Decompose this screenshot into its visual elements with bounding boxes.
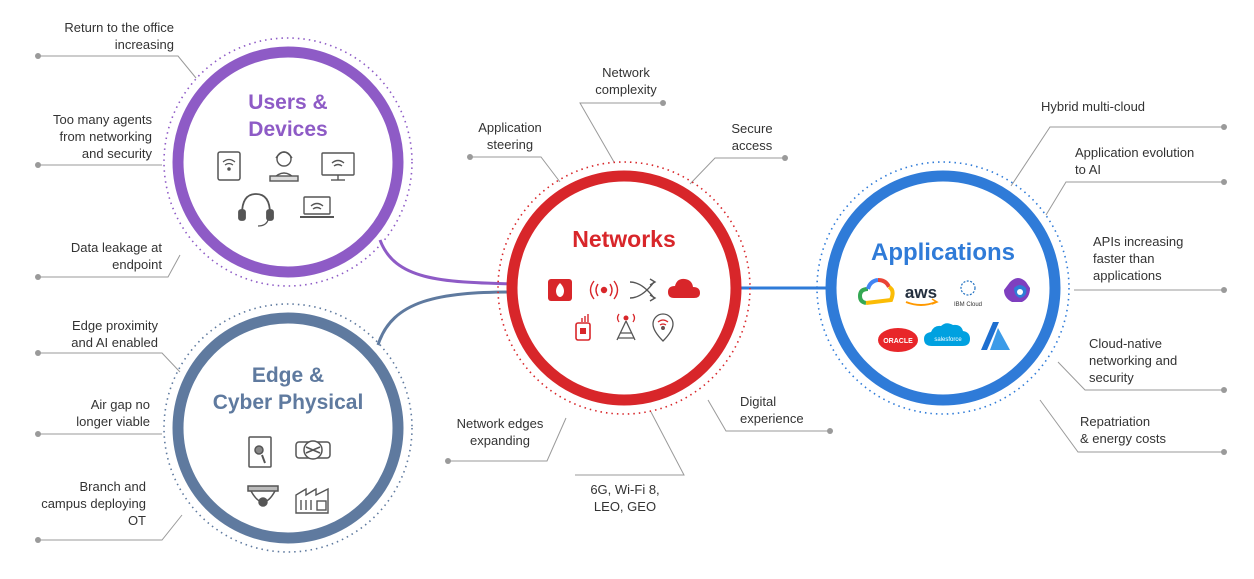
edge-cyber-title: Edge & Cyber Physical: [212, 364, 364, 414]
networks-label-6g-wifi: 6G, Wi-Fi 8, LEO, GEO: [590, 482, 660, 514]
networks-circle: [497, 161, 751, 415]
security-camera-icon: [247, 485, 279, 507]
networks-label-secure-access: Secure access: [731, 121, 773, 153]
users-label-too-many-agents: Too many agents from networking and secu…: [52, 112, 152, 161]
networks-title: Networks: [572, 226, 676, 252]
svg-text:IBM Cloud: IBM Cloud: [954, 302, 982, 308]
edge-cyber-circle: [163, 303, 413, 553]
networks-label-digital-experience: Digital experience: [740, 394, 804, 426]
firewall-icon: [548, 279, 572, 301]
edge-label-air-gap: Air gap no longer viable: [76, 397, 150, 429]
users-to-networks-connector: [378, 239, 513, 286]
touch-panel-icon: [248, 436, 272, 468]
antenna-tower-icon: [616, 313, 636, 341]
edge-label-proximity: Edge proximity and AI enabled: [71, 318, 158, 350]
callout-dots: [35, 53, 1227, 543]
person-headset-icon: [269, 151, 299, 182]
cellular-device-icon: [575, 314, 591, 341]
google-cloud-icon: [857, 278, 895, 305]
users-label-data-leakage: Data leakage at endpoint: [70, 240, 162, 272]
networks-label-edges-expanding: Network edges expanding: [456, 416, 544, 448]
ibm-cloud-logo: IBM Cloud: [954, 280, 982, 308]
networks-label-complexity: Network complexity: [595, 65, 657, 97]
wireless-signal-icon: [589, 280, 619, 300]
users-devices-title: Users & Devices: [248, 91, 328, 141]
location-wifi-icon: [652, 313, 674, 342]
salesforce-logo: salesforce: [924, 323, 970, 346]
microsoft-copilot-icon: [1004, 278, 1030, 302]
cloud-icon: [668, 278, 700, 298]
networks-label-app-steering: Application steering: [478, 120, 542, 152]
crossing-arrows-icon: [629, 278, 657, 302]
laptop-wifi-icon: [300, 196, 334, 218]
edge-to-networks-connector: [376, 290, 513, 346]
apps-label-cloud-native: Cloud-native networking and security: [1089, 336, 1178, 385]
valve-icon: [295, 440, 331, 460]
factory-icon: [295, 487, 329, 514]
svg-text:aws: aws: [905, 283, 937, 302]
monitor-wifi-icon: [321, 152, 355, 181]
applications-title: Applications: [870, 239, 1015, 266]
oracle-logo: ORACLE: [878, 328, 918, 352]
apps-label-apis-increasing: APIs increasing faster than applications: [1093, 234, 1184, 283]
tablet-wifi-icon: [217, 151, 241, 181]
aws-logo: aws: [905, 283, 939, 306]
callout-lines: [38, 55, 1224, 541]
headphones-icon: [238, 193, 274, 227]
users-label-return-office: Return to the office increasing: [64, 20, 174, 52]
apps-label-hybrid-multicloud: Hybrid multi-cloud: [1041, 99, 1146, 114]
azure-icon: [981, 322, 1010, 350]
edge-label-branch-campus: Branch and campus deploying OT: [41, 479, 146, 528]
svg-text:salesforce: salesforce: [934, 337, 962, 343]
apps-label-repatriation: Repatriation & energy costs: [1080, 414, 1166, 446]
users-devices-circle: [163, 37, 413, 287]
svg-text:ORACLE: ORACLE: [883, 338, 913, 345]
apps-label-evolution-ai: Application evolution to AI: [1075, 145, 1195, 177]
applications-circle: [816, 161, 1070, 415]
